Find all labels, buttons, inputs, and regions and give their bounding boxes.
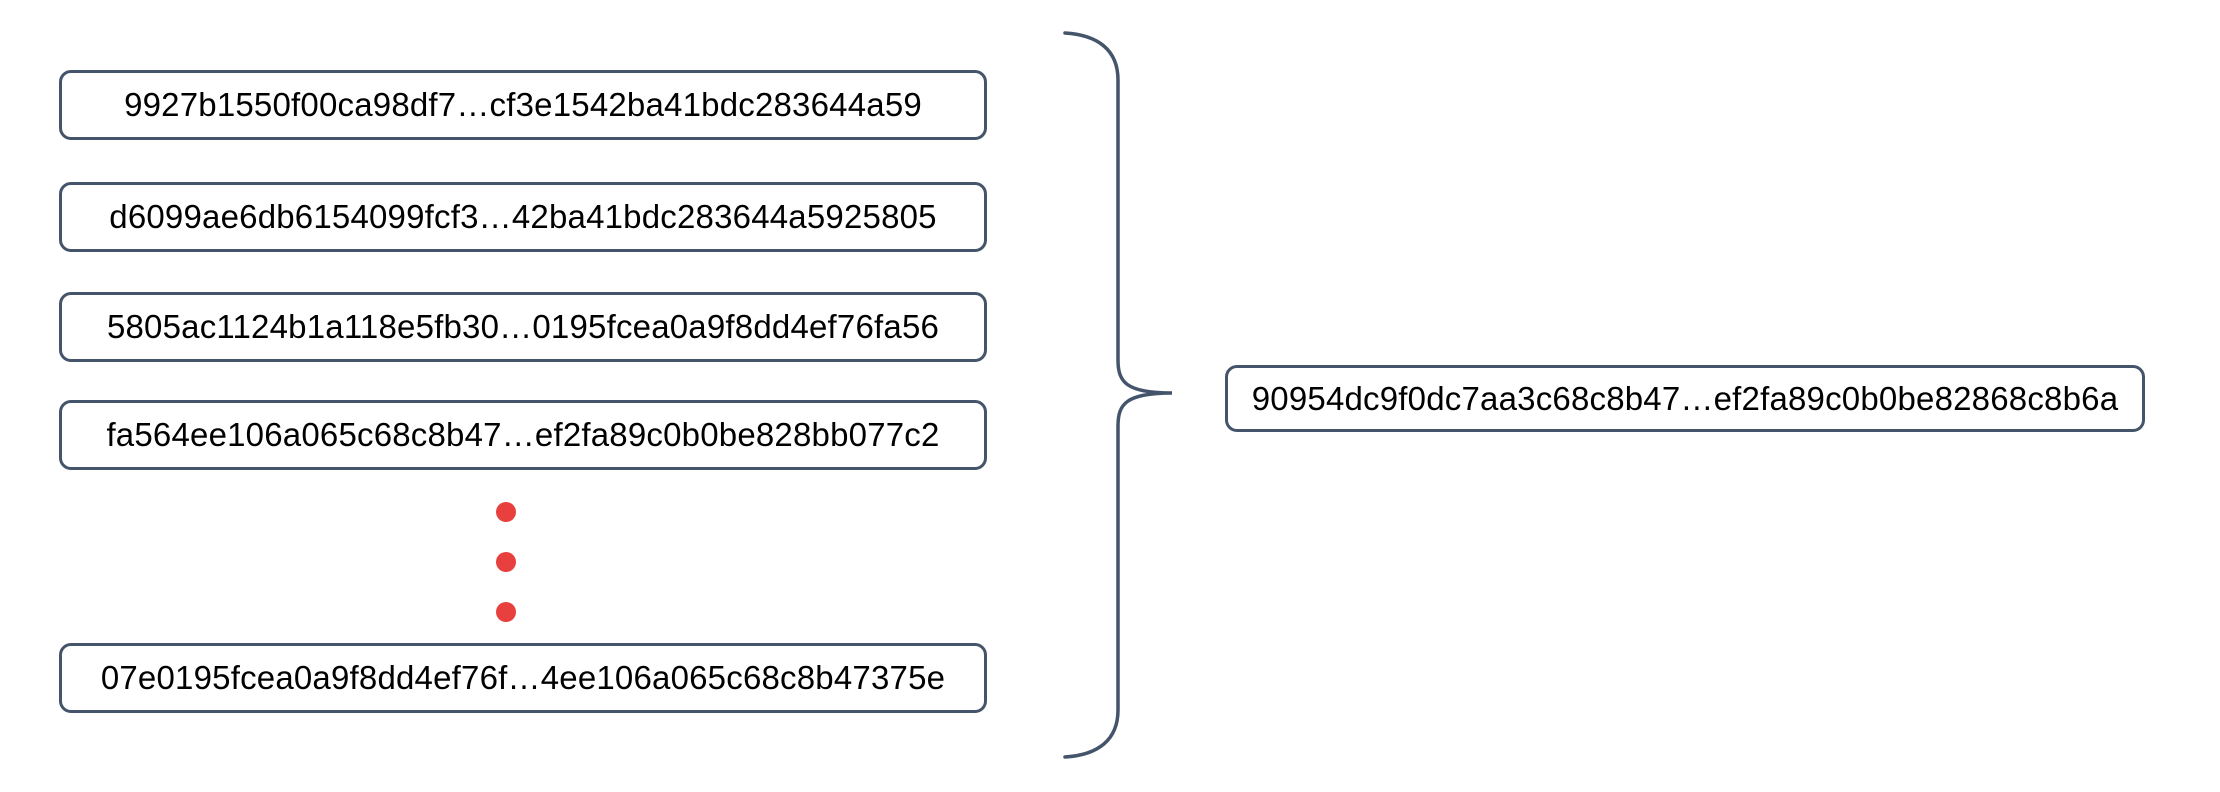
result-hash-text: 90954dc9f0dc7aa3c68c8b47…ef2fa89c0b0be82…	[1251, 379, 2119, 417]
ellipsis-dot	[496, 502, 516, 522]
result-hash-box: 90954dc9f0dc7aa3c68c8b47…ef2fa89c0b0be82…	[1225, 365, 2145, 432]
hash-text: 9927b1550f00ca98df7…cf3e1542ba41bdc28364…	[124, 86, 922, 123]
curly-brace-icon	[1063, 31, 1173, 759]
hash-text: d6099ae6db6154099fcf3…42ba41bdc283644a59…	[109, 198, 937, 235]
vertical-ellipsis	[496, 502, 516, 622]
hash-text: 07e0195fcea0a9f8dd4ef76f…4ee106a065c68c8…	[100, 659, 946, 696]
ellipsis-dot	[496, 552, 516, 572]
hash-text: fa564ee106a065c68c8b47…ef2fa89c0b0be828b…	[106, 416, 940, 453]
ellipsis-dot	[496, 602, 516, 622]
hash-box: 5805ac1124b1a118e5fb30…0195fcea0a9f8dd4e…	[59, 292, 987, 362]
hash-text: 5805ac1124b1a118e5fb30…0195fcea0a9f8dd4e…	[106, 308, 940, 345]
hash-box: 07e0195fcea0a9f8dd4ef76f…4ee106a065c68c8…	[59, 643, 987, 713]
hash-box: d6099ae6db6154099fcf3…42ba41bdc283644a59…	[59, 182, 987, 252]
hash-box: fa564ee106a065c68c8b47…ef2fa89c0b0be828b…	[59, 400, 987, 470]
hash-box: 9927b1550f00ca98df7…cf3e1542ba41bdc28364…	[59, 70, 987, 140]
